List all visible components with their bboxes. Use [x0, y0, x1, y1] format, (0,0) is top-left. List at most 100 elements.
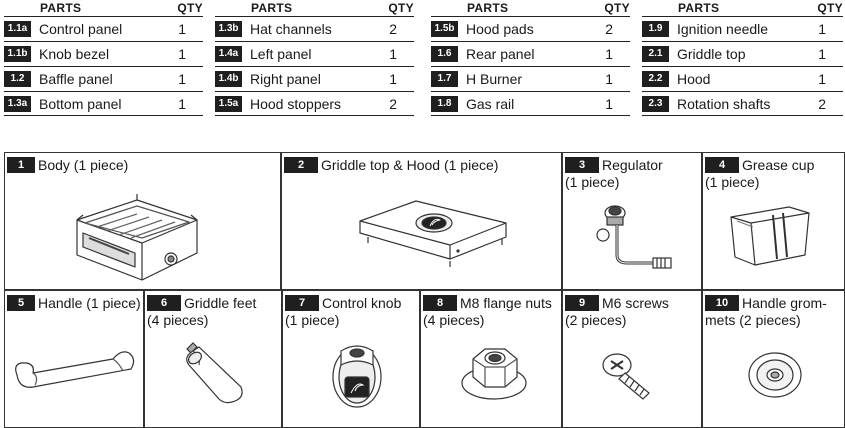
- qty-header-label: QTY: [177, 1, 203, 15]
- griddle-hood-icon: [354, 193, 514, 273]
- handle-icon: [9, 341, 139, 401]
- content-number: 8: [423, 295, 457, 311]
- part-name: Left panel: [250, 46, 312, 62]
- part-code: 1.2: [4, 71, 31, 87]
- content-number: 6: [147, 295, 181, 311]
- content-name: Handle (1 piece): [38, 295, 141, 311]
- content-quantity: (1 piece): [285, 312, 340, 328]
- part-row: 1.1b Knob bezel 1: [4, 41, 203, 66]
- part-row: 1.4b Right panel 1: [215, 66, 414, 91]
- parts-header-label: PARTS: [251, 1, 293, 15]
- part-qty: 1: [818, 71, 826, 87]
- part-name: Griddle top: [677, 46, 746, 62]
- content-number: 2: [284, 157, 318, 173]
- part-code: 2.2: [642, 71, 669, 87]
- part-qty: 2: [605, 21, 613, 37]
- part-name: Hat channels: [250, 21, 332, 37]
- content-number: 5: [7, 295, 35, 311]
- part-code: 1.3a: [4, 96, 31, 112]
- part-name: Rear panel: [466, 46, 535, 62]
- screw-icon: [597, 347, 667, 407]
- regulator-icon: [591, 197, 681, 277]
- content-number: 10: [705, 295, 739, 311]
- part-name: Hood pads: [466, 21, 534, 37]
- griddle-foot-icon: [179, 335, 249, 409]
- part-name: Hood stoppers: [250, 96, 342, 112]
- content-quantity: (1 piece): [565, 174, 620, 190]
- part-code: 1.1a: [4, 21, 31, 37]
- part-code: 1.5b: [431, 21, 458, 37]
- part-qty: 1: [178, 21, 186, 37]
- content-name: Handle grom-: [742, 295, 827, 311]
- content-number: 7: [285, 295, 319, 311]
- content-name: Body (1 piece): [38, 157, 129, 173]
- part-name: Hood: [677, 71, 711, 87]
- part-code: 2.3: [642, 96, 669, 112]
- part-code: 1.4a: [215, 46, 242, 62]
- parts-header: PARTS QTY: [215, 0, 414, 16]
- content-name: Grease cup: [742, 157, 815, 173]
- part-qty: 2: [389, 21, 397, 37]
- parts-header-label: PARTS: [678, 1, 720, 15]
- part-row: 1.6 Rear panel 1: [431, 41, 630, 66]
- part-qty: 1: [178, 46, 186, 62]
- qty-header-label: QTY: [388, 1, 414, 15]
- content-quantity: (4 pieces): [147, 312, 209, 328]
- part-row: 1.3a Bottom panel 1: [4, 91, 203, 116]
- griddle-body-icon: [67, 175, 207, 285]
- part-code: 1.1b: [4, 46, 31, 62]
- parts-header: PARTS QTY: [431, 0, 630, 16]
- part-name: Right panel: [250, 71, 321, 87]
- part-qty: 1: [178, 96, 186, 112]
- content-number: 3: [565, 157, 599, 173]
- part-qty: 1: [389, 71, 397, 87]
- part-name: Gas rail: [466, 96, 515, 112]
- part-name: Knob bezel: [39, 46, 110, 62]
- part-code: 2.1: [642, 46, 669, 62]
- part-code: 1.7: [431, 71, 458, 87]
- part-qty: 1: [818, 46, 826, 62]
- parts-header: PARTS QTY: [4, 0, 203, 16]
- part-name: Baffle panel: [39, 71, 113, 87]
- content-number: 1: [7, 157, 35, 173]
- part-name: Control panel: [39, 21, 123, 37]
- content-quantity: (4 pieces): [423, 312, 485, 328]
- part-name: Ignition needle: [677, 21, 769, 37]
- part-name: Bottom panel: [39, 96, 122, 112]
- part-qty: 1: [818, 21, 826, 37]
- part-qty: 2: [818, 96, 826, 112]
- parts-header: PARTS QTY: [642, 0, 843, 16]
- content-number: 4: [705, 157, 739, 173]
- part-code: 1.6: [431, 46, 458, 62]
- grease-cup-icon: [725, 201, 815, 271]
- part-row: 1.1a Control panel 1: [4, 16, 203, 41]
- parts-table: PARTS QTY 1.1a Control panel 1 1.1b Knob be…: [4, 0, 844, 120]
- part-code: 1.4b: [215, 71, 242, 87]
- content-quantity: mets (2 pieces): [705, 312, 801, 328]
- grommet-icon: [743, 347, 807, 403]
- part-qty: 1: [605, 46, 613, 62]
- part-qty: 1: [178, 71, 186, 87]
- parts-column-1: PARTS QTY 1.1a Control panel 1 1.1b Knob be…: [4, 0, 203, 116]
